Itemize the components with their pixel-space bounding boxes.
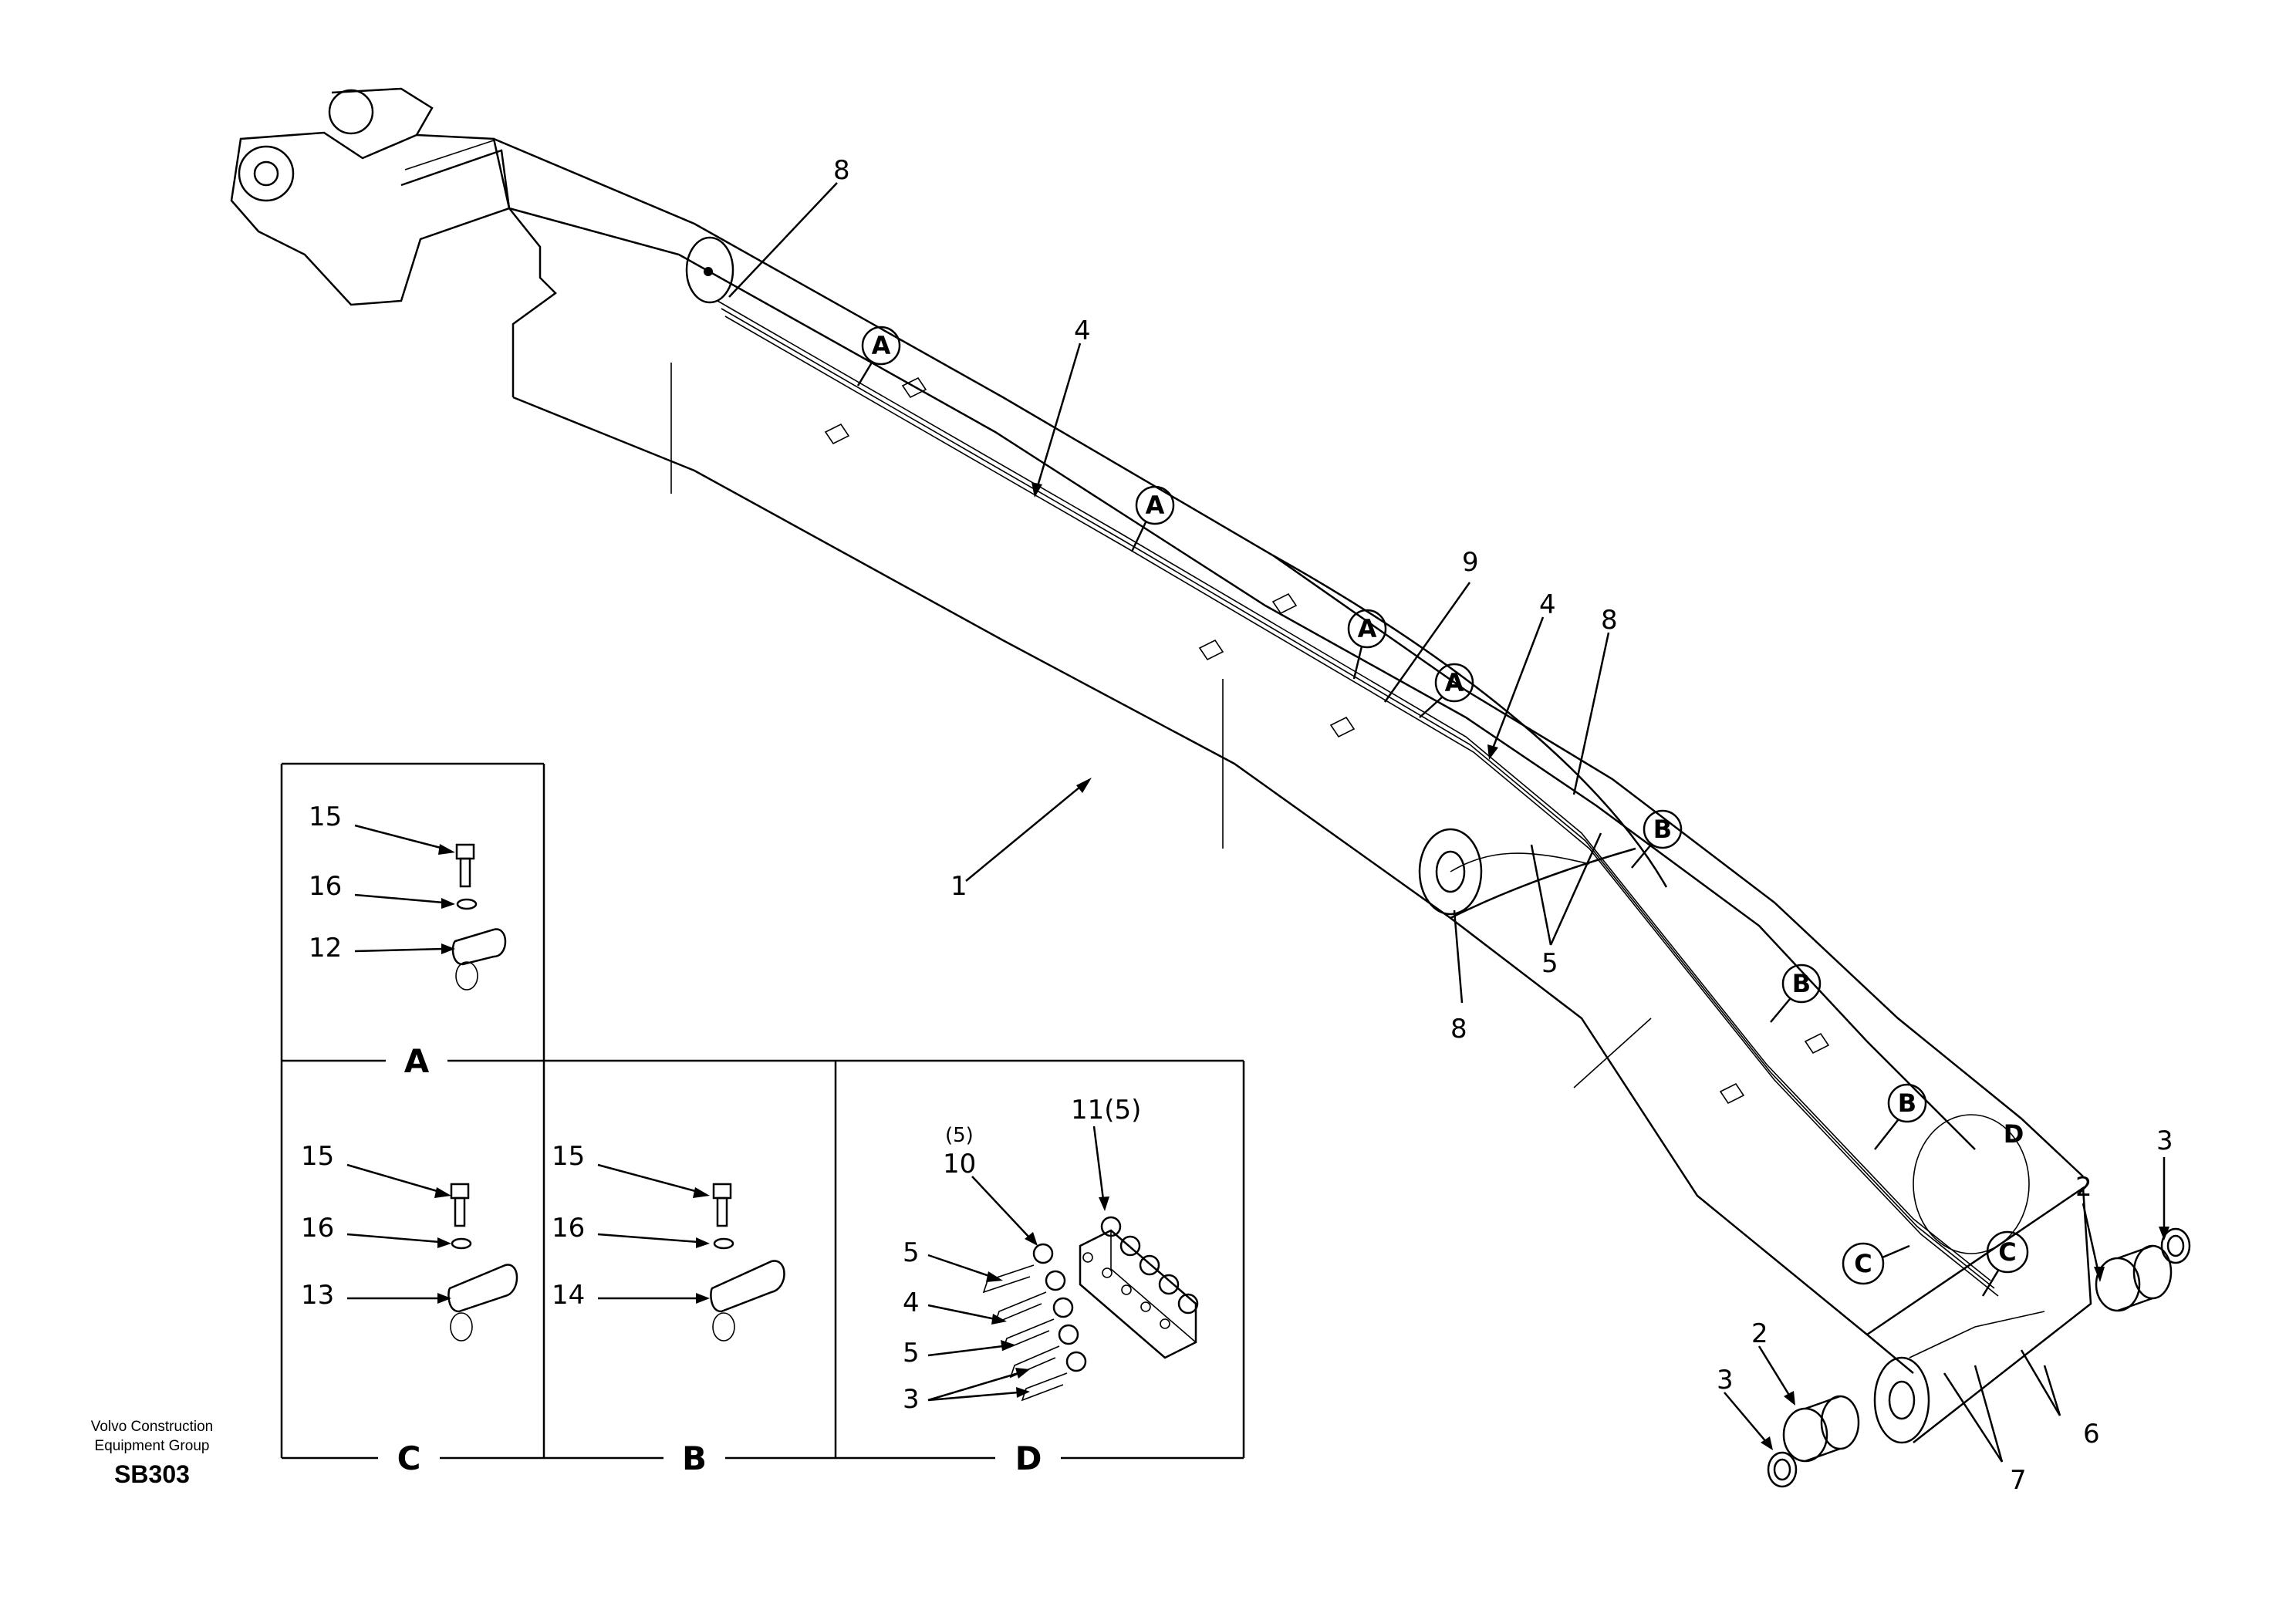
panel-b-label-14: 14 xyxy=(552,1280,585,1311)
marker-b-1: B xyxy=(1631,809,1683,869)
detail-panel-a: A 15 16 12 xyxy=(309,802,507,1080)
detail-panel-c: C 15 16 13 xyxy=(301,1141,518,1477)
callout-2-right: 2 xyxy=(2075,1172,2092,1203)
panel-a-letter: A xyxy=(404,1042,430,1080)
panel-d-label-5-top: 5 xyxy=(903,1237,920,1268)
panel-d-letter: D xyxy=(1015,1439,1042,1477)
numeric-callouts: 1 2 2 3 3 4 4 5 6 7 8 8 8 9 xyxy=(833,155,2173,1496)
panel-b-letter: B xyxy=(682,1439,707,1477)
hydraulic-lines xyxy=(717,300,2045,1358)
panel-c-label-15: 15 xyxy=(301,1141,334,1172)
svg-text:A: A xyxy=(1445,668,1464,697)
panel-d-label-10: 10 xyxy=(943,1149,976,1180)
publisher-caption: Volvo Construction Equipment Group SB303 xyxy=(91,1419,213,1488)
panel-d-label-4: 4 xyxy=(903,1288,920,1318)
callout-7: 7 xyxy=(2010,1465,2027,1496)
detail-panel-b: B 15 16 14 xyxy=(552,1141,785,1477)
callout-4-lower: 4 xyxy=(1539,589,1556,620)
bushings xyxy=(1767,1227,2191,1488)
svg-text:B: B xyxy=(1898,1088,1916,1118)
callout-3-right: 3 xyxy=(2156,1126,2173,1156)
callout-5: 5 xyxy=(1541,948,1558,979)
section-markers: A A A A B B B xyxy=(856,326,2030,1297)
panel-a-label-15: 15 xyxy=(309,802,342,832)
boom-assembly xyxy=(230,87,2092,1444)
caption-code: SB303 xyxy=(114,1460,190,1488)
marker-a-1: A xyxy=(856,326,901,386)
marker-b-2: B xyxy=(1770,964,1822,1023)
svg-text:C: C xyxy=(1998,1237,2016,1267)
marker-c-2: C xyxy=(1981,1230,2029,1297)
svg-text:B: B xyxy=(1653,815,1672,844)
callout-3-left: 3 xyxy=(1717,1365,1734,1396)
detail-panels-frame xyxy=(280,762,1245,1460)
detail-panel-d: D (5) 10 11(5) 5 4 5 3 xyxy=(903,1095,1199,1477)
marker-a-4: A xyxy=(1419,663,1474,718)
caption-line-2: Equipment Group xyxy=(95,1438,210,1454)
svg-text:A: A xyxy=(872,331,891,360)
callout-8-right: 8 xyxy=(1601,605,1618,636)
marker-d: D xyxy=(1913,1114,2030,1254)
panel-c-label-13: 13 xyxy=(301,1280,334,1311)
svg-text:B: B xyxy=(1792,969,1811,998)
callout-leaders xyxy=(728,182,2169,1463)
panel-b-label-16: 16 xyxy=(552,1213,585,1244)
marker-a-3: A xyxy=(1347,609,1387,680)
svg-text:D: D xyxy=(2004,1119,2024,1149)
panel-c-letter: C xyxy=(397,1439,421,1477)
panel-d-label-11: 11(5) xyxy=(1071,1095,1141,1126)
callout-9: 9 xyxy=(1462,547,1479,578)
svg-text:A: A xyxy=(1146,491,1165,520)
panel-d-label-5-paren: (5) xyxy=(945,1124,974,1147)
panel-c-label-16: 16 xyxy=(301,1213,334,1244)
callout-8-bottom: 8 xyxy=(1450,1014,1467,1045)
callout-6: 6 xyxy=(2083,1419,2100,1450)
callout-1: 1 xyxy=(950,871,967,902)
panel-d-label-5-bottom: 5 xyxy=(903,1338,920,1369)
callout-8-top: 8 xyxy=(833,155,850,186)
panel-d-label-3: 3 xyxy=(903,1384,920,1415)
marker-b-3: B xyxy=(1874,1083,1927,1150)
caption-line-1: Volvo Construction xyxy=(91,1419,213,1435)
svg-text:A: A xyxy=(1358,614,1377,643)
marker-a-2: A xyxy=(1130,485,1175,552)
callout-4-upper: 4 xyxy=(1074,316,1091,346)
panel-a-label-16: 16 xyxy=(309,871,342,902)
panel-a-label-12: 12 xyxy=(309,933,342,964)
svg-text:C: C xyxy=(1854,1249,1872,1278)
panel-b-label-15: 15 xyxy=(552,1141,585,1172)
marker-c-1: C xyxy=(1842,1242,1910,1285)
callout-2-left: 2 xyxy=(1751,1318,1768,1349)
